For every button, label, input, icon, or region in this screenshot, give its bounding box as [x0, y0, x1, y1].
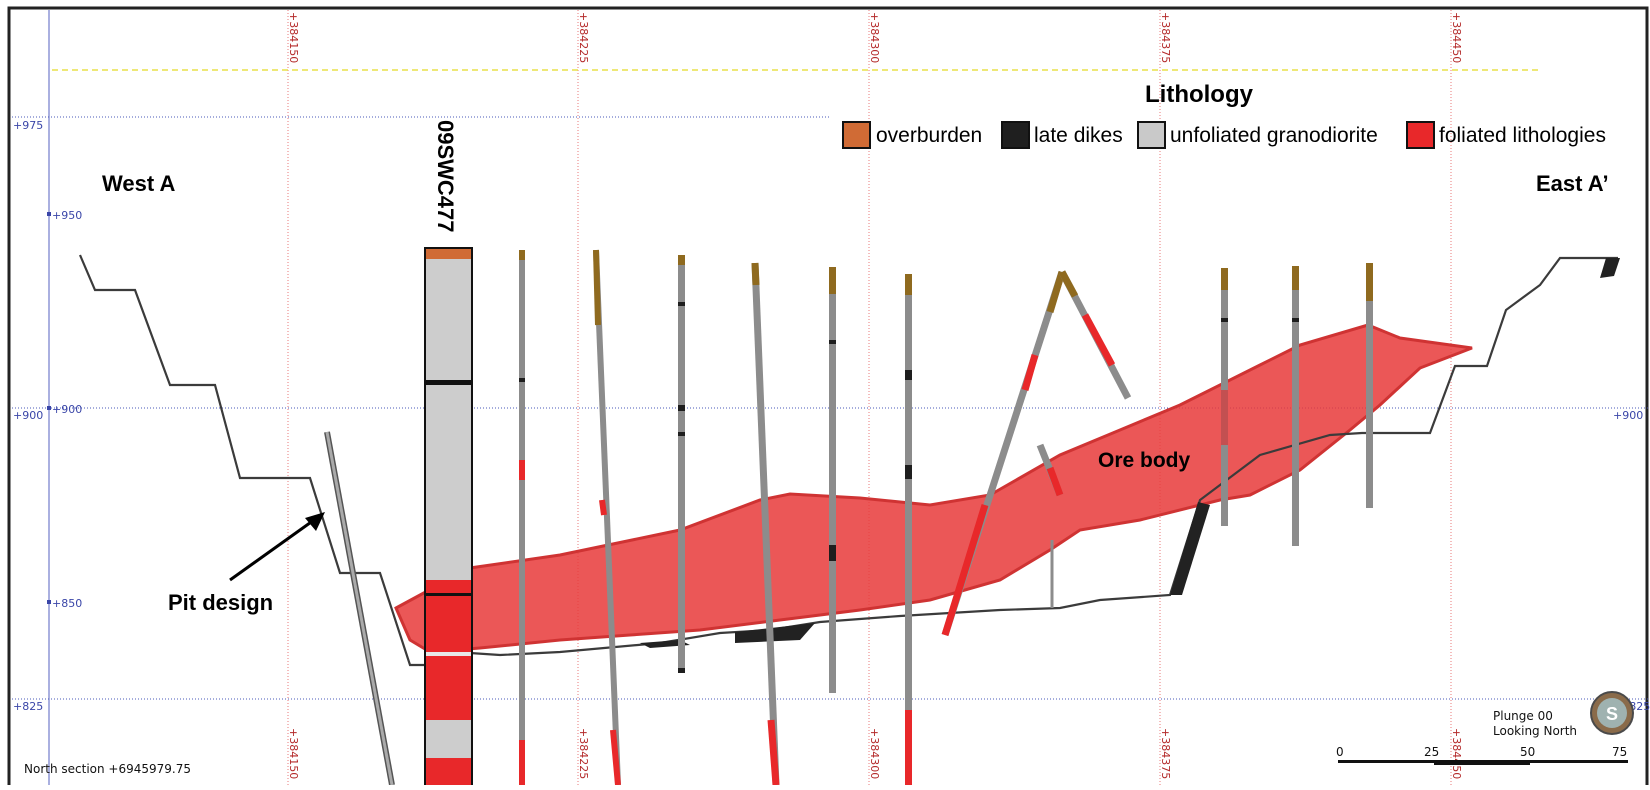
easting-label-top-1: +384225	[577, 12, 590, 63]
drillhole-d	[751, 262, 780, 786]
legend-title: Lithology	[1145, 81, 1254, 108]
west-label: West A	[102, 171, 175, 196]
easting-label-bottom-1: +384225	[577, 728, 590, 779]
ore-body-label: Ore body	[1098, 449, 1191, 472]
pit-bench-dark-3	[1170, 502, 1210, 595]
drillholes	[519, 249, 1373, 786]
elevation-label-900-right: +900	[1613, 409, 1643, 422]
pit-bench-dark-2	[735, 623, 815, 643]
elevation-label-900: +900	[52, 403, 82, 416]
drillhole-e	[829, 267, 836, 693]
easting-label-top-3: +384375	[1159, 12, 1172, 63]
easting-label-bottom-4: +384450	[1450, 728, 1463, 779]
easting-label-top-2: +384300	[868, 12, 881, 63]
easting-labels-bottom: +384150 +384225 +384300 +384375 +384450	[287, 728, 1463, 779]
pit-design-arrow	[229, 518, 315, 582]
drillhole-b	[593, 249, 621, 786]
drillhole-c	[678, 255, 685, 673]
east-label: East A’	[1536, 171, 1609, 196]
elevation-tick-marks	[47, 212, 51, 604]
scale-bar: 0 25 50 75	[1336, 745, 1628, 765]
drillhole-name-label: 09SWC477	[433, 120, 458, 233]
elevation-label-950: +950	[52, 209, 82, 222]
legend-swatch-foliated-lithologies	[1406, 121, 1435, 149]
easting-label-bottom-3: +384375	[1159, 728, 1172, 779]
scale-tick-25: 25	[1424, 745, 1439, 759]
easting-label-top-0: +384150	[287, 12, 300, 63]
drillhole-i	[1366, 263, 1373, 508]
compass-icon: S	[1590, 691, 1634, 735]
elevation-label-825: +825	[13, 700, 43, 713]
legend-swatch-overburden	[842, 121, 871, 149]
plunge-text: Plunge 00	[1493, 709, 1553, 723]
section-title: North section +6945979.75	[24, 762, 191, 776]
drillhole-column-09swc477	[424, 247, 473, 786]
elevation-gridlines	[12, 116, 1648, 700]
drillhole-f	[905, 274, 912, 785]
legend-label-overburden: overburden	[876, 124, 982, 147]
looking-text: Looking North	[1493, 724, 1577, 738]
scale-tick-50: 50	[1520, 745, 1535, 759]
easting-label-top-4: +384450	[1450, 12, 1463, 63]
legend-swatch-unfoliated-granodiorite	[1137, 121, 1166, 149]
pit-design-label: Pit design	[168, 590, 273, 615]
elevation-label-850: +850	[52, 597, 82, 610]
scale-tick-0: 0	[1336, 745, 1344, 759]
pit-design-arrowhead	[305, 512, 325, 531]
legend-label-unfoliated-granodiorite: unfoliated granodiorite	[1170, 124, 1378, 147]
pit-bench-dark-4	[1600, 258, 1620, 278]
easting-labels-top: +384150 +384225 +384300 +384375 +384450	[287, 12, 1463, 63]
elevation-label-900-edge: +900	[13, 409, 43, 422]
compass-letter: S	[1606, 704, 1618, 724]
frame-border	[7, 6, 1649, 790]
pit-bench-dark-1	[640, 640, 690, 648]
scale-tick-75: 75	[1612, 745, 1627, 759]
legend-swatch-late-dikes	[1001, 121, 1030, 149]
legend-label-foliated-lithologies: foliated lithologies	[1439, 124, 1606, 147]
drillhole-a	[519, 250, 525, 785]
ore-body-shape	[394, 323, 1473, 654]
legend: Lithology overburden late dikes unfoliat…	[842, 81, 1606, 149]
drillhole-h	[1292, 266, 1299, 546]
easting-label-bottom-0: +384150	[287, 728, 300, 779]
legend-label-late-dikes: late dikes	[1034, 124, 1123, 147]
elevation-label-975: +975	[13, 119, 43, 132]
easting-label-bottom-2: +384300	[868, 728, 881, 779]
